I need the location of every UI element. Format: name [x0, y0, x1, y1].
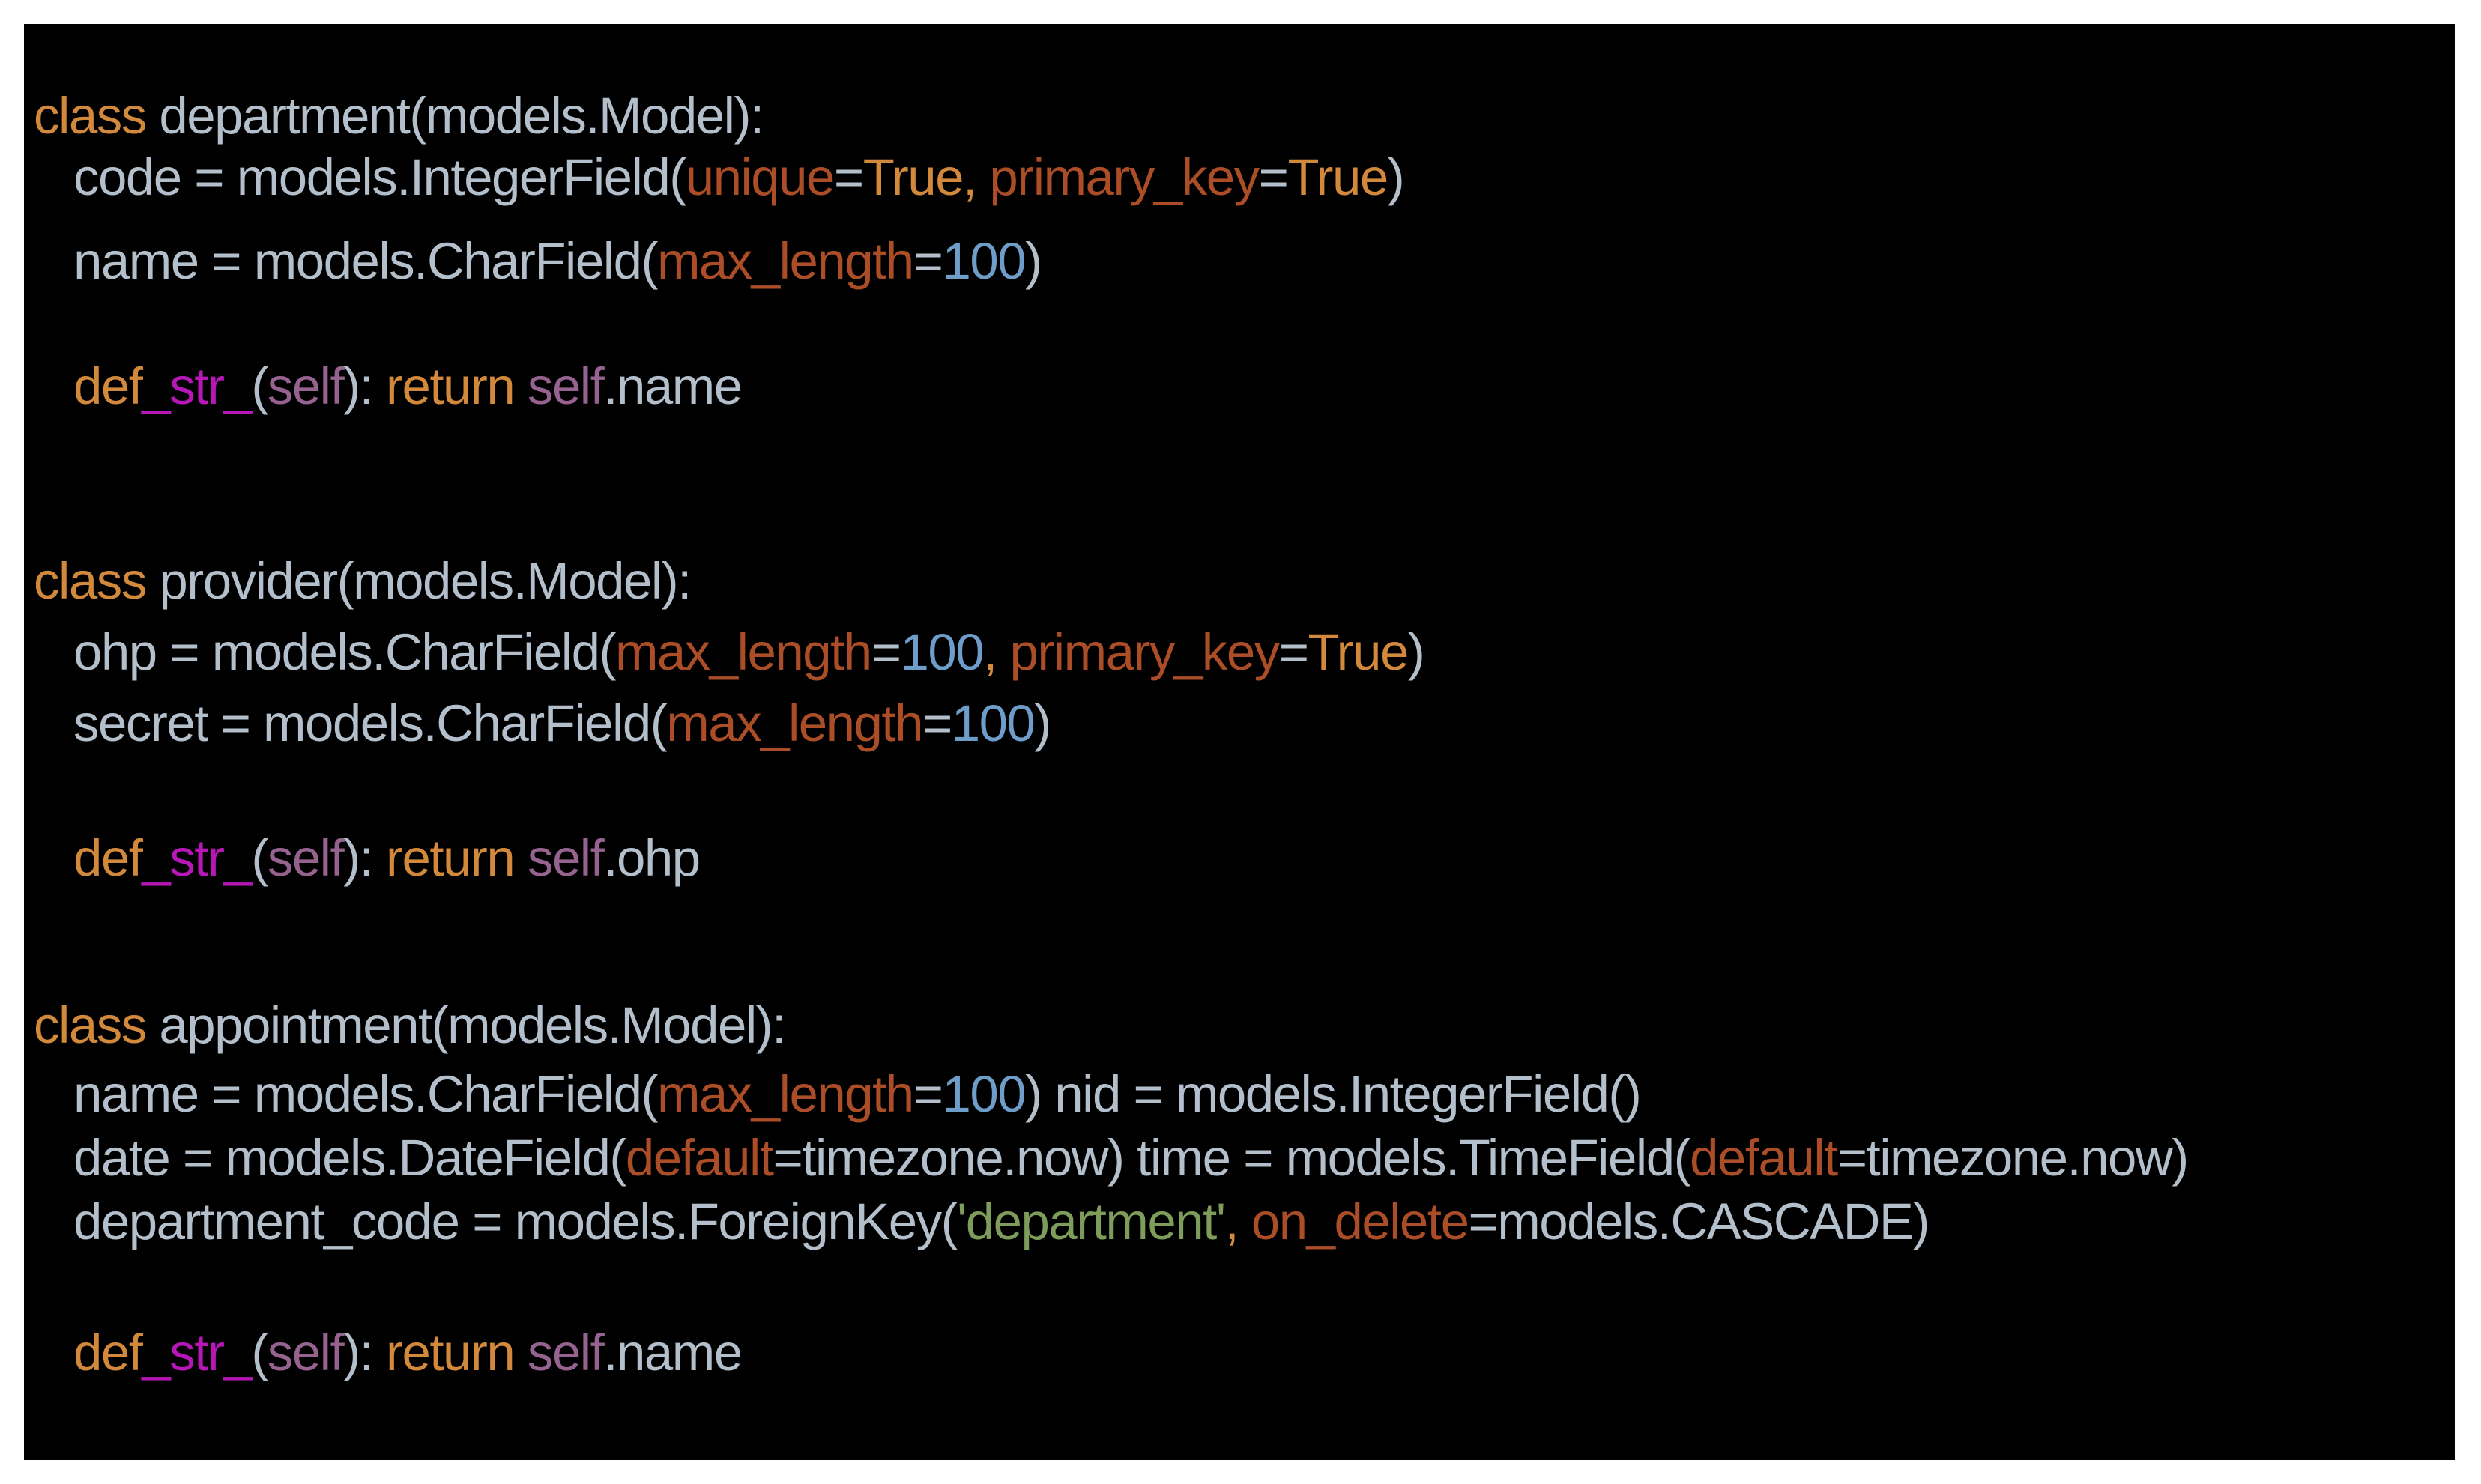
code-line-11: date = models.DateField(default=timezone…: [34, 1127, 2447, 1189]
token-plain-code: appointment(models.Model):: [145, 996, 786, 1054]
token-plain-code: ): [1407, 623, 1425, 681]
token-plain-code: ): [1387, 148, 1405, 206]
code-line-3: name = models.CharField(max_length=100): [34, 231, 2447, 292]
token-dunder-str: _str_: [142, 829, 252, 887]
token-keyword: return: [386, 1324, 516, 1381]
code-line-12: department_code = models.ForeignKey('dep…: [34, 1191, 2447, 1253]
code-line-4: def_str_(self): return self.name: [34, 356, 2447, 417]
token-plain-code: [976, 148, 990, 206]
token-plain-code: .name: [603, 1324, 743, 1381]
token-keyword: class: [34, 552, 147, 610]
token-plain-code: =: [833, 148, 864, 206]
token-plain-code: ):: [343, 357, 387, 415]
code-line-6: ohp = models.CharField(max_length=100, p…: [34, 622, 2447, 683]
token-plain-code: date = models.DateField(: [73, 1129, 626, 1187]
token-plain-code: ):: [343, 1324, 387, 1381]
code-line-7: secret = models.CharField(max_length=100…: [34, 693, 2447, 754]
token-plain-code: =: [871, 623, 901, 681]
token-plain-code: =timezone.now): [1837, 1129, 2190, 1187]
token-parameter-name: max_length: [614, 623, 872, 681]
code-line-5: class provider(models.Model):: [34, 551, 2447, 612]
token-plain-code: =: [913, 232, 943, 290]
token-keyword: return: [386, 829, 516, 887]
token-plain-code: department_code = models.ForeignKey(: [73, 1193, 958, 1250]
code-line-2: code = models.IntegerField(unique=True, …: [34, 147, 2447, 208]
token-plain-code: .name: [603, 357, 743, 415]
token-number-literal: 100: [951, 694, 1036, 752]
token-plain-code: ): [1034, 694, 1051, 752]
token-self-variable: self: [527, 1324, 605, 1381]
token-plain-code: [1238, 1193, 1251, 1250]
token-plain-code: (: [251, 357, 268, 415]
token-parameter-name: max_length: [656, 1065, 914, 1123]
token-keyword: def: [73, 829, 143, 887]
token-self-variable: self: [267, 357, 345, 415]
token-plain-code: [514, 357, 528, 415]
token-parameter-name: primary_key: [989, 148, 1260, 206]
token-plain-code: code = models.IntegerField(: [73, 148, 686, 206]
token-parameter-name: primary_key: [1009, 623, 1280, 681]
token-plain-code: [514, 829, 528, 887]
token-parameter-name: max_length: [666, 694, 923, 752]
token-keyword: ,: [963, 148, 977, 206]
token-plain-code: name = models.CharField(: [73, 1065, 658, 1123]
token-self-variable: self: [267, 829, 345, 887]
token-plain-code: =timezone.now) time = models.TimeField(: [773, 1129, 1691, 1187]
token-plain-code: ohp = models.CharField(: [73, 623, 616, 681]
token-number-literal: 100: [942, 232, 1026, 290]
token-plain-code: =: [913, 1065, 943, 1123]
token-keyword: ,: [983, 623, 997, 681]
token-keyword: class: [34, 996, 147, 1054]
token-keyword: True: [1287, 148, 1388, 206]
token-plain-code: provider(models.Model):: [145, 552, 692, 610]
token-keyword: ,: [1224, 1193, 1239, 1250]
token-plain-code: ) nid = models.IntegerField(): [1025, 1065, 1642, 1123]
token-plain-code: =: [1278, 623, 1309, 681]
token-parameter-name: unique: [685, 148, 835, 206]
token-parameter-name: default: [1690, 1129, 1838, 1187]
token-parameter-name: max_length: [656, 232, 914, 290]
token-plain-code: secret = models.CharField(: [73, 694, 668, 752]
token-dunder-str: _str_: [142, 357, 252, 415]
token-parameter-name: on_delete: [1251, 1193, 1469, 1250]
token-number-literal: 100: [942, 1065, 1026, 1123]
token-plain-code: ):: [343, 829, 387, 887]
token-plain-code: department(models.Model):: [145, 87, 764, 145]
token-keyword: True: [862, 148, 964, 206]
token-plain-code: [997, 623, 1010, 681]
token-keyword: return: [386, 357, 516, 415]
code-line-9: class appointment(models.Model):: [34, 995, 2447, 1056]
token-self-variable: self: [267, 1324, 345, 1381]
token-dunder-str: _str_: [142, 1324, 252, 1381]
code-line-8: def_str_(self): return self.ohp: [34, 828, 2447, 889]
token-keyword: True: [1308, 623, 1409, 681]
token-plain-code: .ohp: [603, 829, 701, 887]
token-plain-code: (: [251, 1324, 268, 1381]
token-parameter-name: default: [625, 1129, 774, 1187]
code-line-13: def_str_(self): return self.name: [34, 1322, 2447, 1384]
token-plain-code: =models.CASCADE): [1468, 1193, 1930, 1250]
token-self-variable: self: [527, 357, 605, 415]
token-plain-code: (: [251, 829, 268, 887]
code-line-10: name = models.CharField(max_length=100) …: [34, 1064, 2447, 1125]
code-panel: class department(models.Model):code = mo…: [24, 24, 2455, 1460]
token-keyword: def: [73, 357, 143, 415]
token-self-variable: self: [527, 829, 605, 887]
token-plain-code: =: [1258, 148, 1289, 206]
code-line-1: class department(models.Model):: [34, 85, 2447, 147]
token-keyword: class: [34, 87, 147, 145]
token-plain-code: [514, 1324, 528, 1381]
token-number-literal: 100: [900, 623, 984, 681]
token-plain-code: name = models.CharField(: [73, 232, 658, 290]
token-plain-code: ): [1025, 232, 1042, 290]
token-string-literal: 'department': [957, 1193, 1226, 1250]
token-plain-code: =: [922, 694, 952, 752]
token-keyword: def: [73, 1324, 143, 1381]
